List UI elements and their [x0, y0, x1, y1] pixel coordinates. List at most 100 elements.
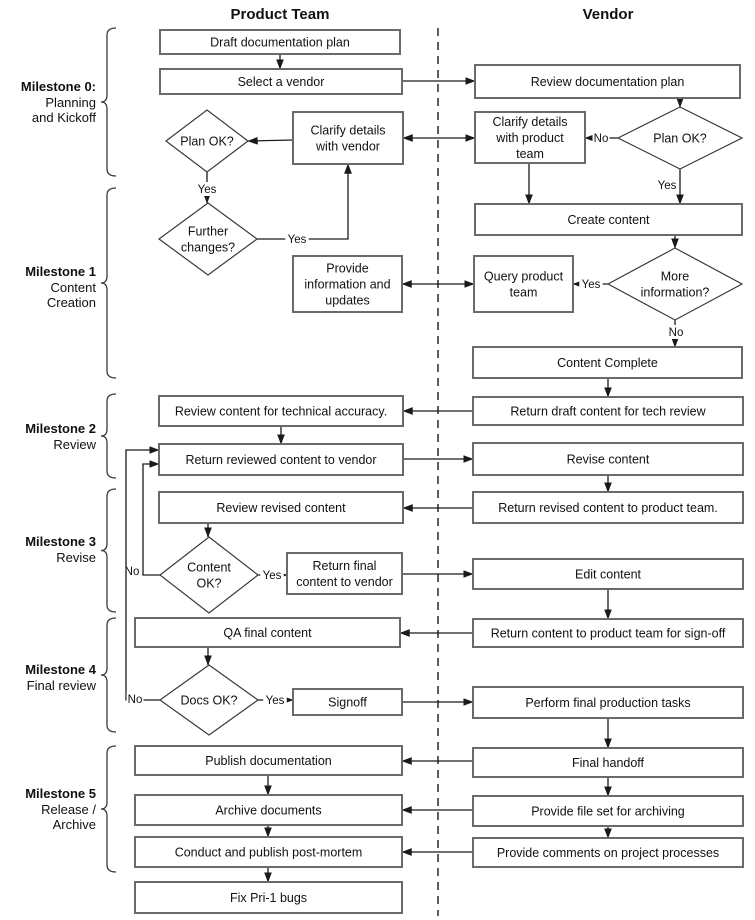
flow-arrow: Yes	[195, 172, 219, 204]
milestone-subtitle: and Kickoff	[31, 110, 96, 125]
node-label: Create content	[568, 213, 651, 227]
process-box	[158, 395, 404, 427]
node-review-documentation-plan: Review documentation plan	[474, 64, 741, 99]
node-label: OK?	[196, 577, 221, 591]
node-return-content-to-product-team-for-sign-off: Return content to product team for sign-…	[472, 618, 744, 648]
node-archive-documents: Archive documents	[134, 794, 403, 826]
process-box	[134, 836, 403, 868]
node-edit-content: Edit content	[472, 558, 744, 590]
node-review-revised-content: Review revised content	[158, 491, 404, 524]
node-return-reviewed-content-to-vendor: Return reviewed content to vendor	[158, 443, 404, 476]
node-label: content to vendor	[296, 575, 393, 589]
node-signoff: Signoff	[292, 688, 403, 716]
flow-arrow	[247, 136, 294, 145]
node-label: changes?	[181, 241, 235, 255]
decision-diamond	[157, 202, 259, 276]
node-perform-final-production-tasks: Perform final production tasks	[472, 686, 744, 719]
milestone-label-4: Milestone 4 Final review	[0, 662, 96, 693]
process-box	[472, 346, 743, 379]
milestone-brace-2	[100, 393, 117, 479]
process-box	[474, 203, 743, 236]
process-box	[472, 795, 744, 827]
process-box	[472, 618, 744, 648]
node-conduct-and-publish-post-mortem: Conduct and publish post-mortem	[134, 836, 403, 868]
node-docs-ok: Docs OK?	[158, 664, 260, 736]
node-label: Publish documentation	[205, 754, 332, 768]
node-label: Docs OK?	[181, 694, 238, 708]
node-label: Clarify details	[310, 124, 385, 138]
milestone-subtitle: Content	[50, 279, 96, 295]
node-label: updates	[325, 294, 369, 308]
node-label: Plan OK?	[653, 132, 707, 146]
node-label: Select a vendor	[238, 75, 325, 89]
column-header-vendor: Vendor	[582, 6, 634, 23]
node-label: Archive documents	[215, 804, 321, 818]
decision-diamond	[158, 664, 260, 736]
milestone-brace-0	[100, 27, 117, 177]
milestone-brace-4	[100, 617, 117, 733]
node-provide-file-set-for-archiving: Provide file set for archiving	[472, 795, 744, 827]
arrow-label: No	[128, 694, 143, 706]
node-label: Review revised content	[216, 501, 346, 515]
node-label: Return draft content for tech review	[510, 405, 706, 419]
node-label: Edit content	[575, 568, 642, 582]
process-box	[472, 558, 744, 590]
process-box	[292, 111, 404, 165]
process-box	[158, 443, 404, 476]
decision-diamond	[606, 247, 744, 321]
process-box	[474, 64, 741, 99]
decision-diamond	[165, 109, 249, 173]
node-label: Return revised content to product team.	[498, 501, 718, 515]
process-box	[134, 881, 403, 914]
process-box	[134, 745, 403, 776]
node-label: Revise content	[567, 453, 650, 467]
milestone-subtitle: Archive	[52, 817, 96, 832]
milestone-subtitle: Revise	[56, 549, 96, 565]
node-plan-ok-vendor: Plan OK?	[616, 106, 744, 170]
process-box	[472, 747, 744, 778]
milestone-brace-1	[100, 187, 117, 379]
process-box	[474, 111, 586, 164]
decision-diamond	[616, 106, 744, 170]
node-label: Provide file set for archiving	[531, 805, 685, 819]
node-return-revised-content-to-product-team: Return revised content to product team.	[472, 491, 744, 524]
milestone-subtitle: Release /	[41, 801, 96, 817]
process-box	[159, 68, 403, 95]
node-label: Draft documentation plan	[210, 36, 350, 50]
flow-arrow: No	[125, 460, 160, 578]
process-box	[472, 686, 744, 719]
node-label: Further	[188, 225, 228, 239]
flow-arrow: Yes	[658, 169, 684, 205]
process-box	[134, 617, 401, 648]
flow-arrow: No	[667, 320, 685, 348]
node-label: Plan OK?	[180, 135, 234, 149]
node-draft-documentation-plan: Draft documentation plan	[159, 29, 401, 55]
milestone-label-5: Milestone 5 Release / Archive	[0, 786, 96, 833]
node-content-complete: Content Complete	[472, 346, 743, 379]
milestone-subtitle: Planning	[45, 94, 96, 110]
process-box	[472, 396, 744, 426]
process-box	[134, 794, 403, 826]
node-return-draft-content-for-tech-review: Return draft content for tech review	[472, 396, 744, 426]
process-box	[286, 552, 403, 595]
flow-arrow: Yes	[572, 277, 608, 291]
arrow-label: Yes	[263, 570, 282, 582]
arrow-label: No	[125, 566, 140, 578]
node-label: Review documentation plan	[531, 75, 685, 89]
node-label: Provide comments on project processes	[497, 846, 719, 860]
node-label: More	[661, 270, 690, 284]
flow-arrow: Yes	[258, 693, 294, 707]
node-label: Conduct and publish post-mortem	[175, 846, 363, 860]
node-label: QA final content	[223, 626, 312, 640]
node-label: with product	[495, 131, 564, 145]
node-label: Signoff	[328, 696, 367, 710]
node-final-handoff: Final handoff	[472, 747, 744, 778]
flow-arrow: Yes	[257, 163, 352, 246]
arrow-label: No	[669, 327, 684, 339]
